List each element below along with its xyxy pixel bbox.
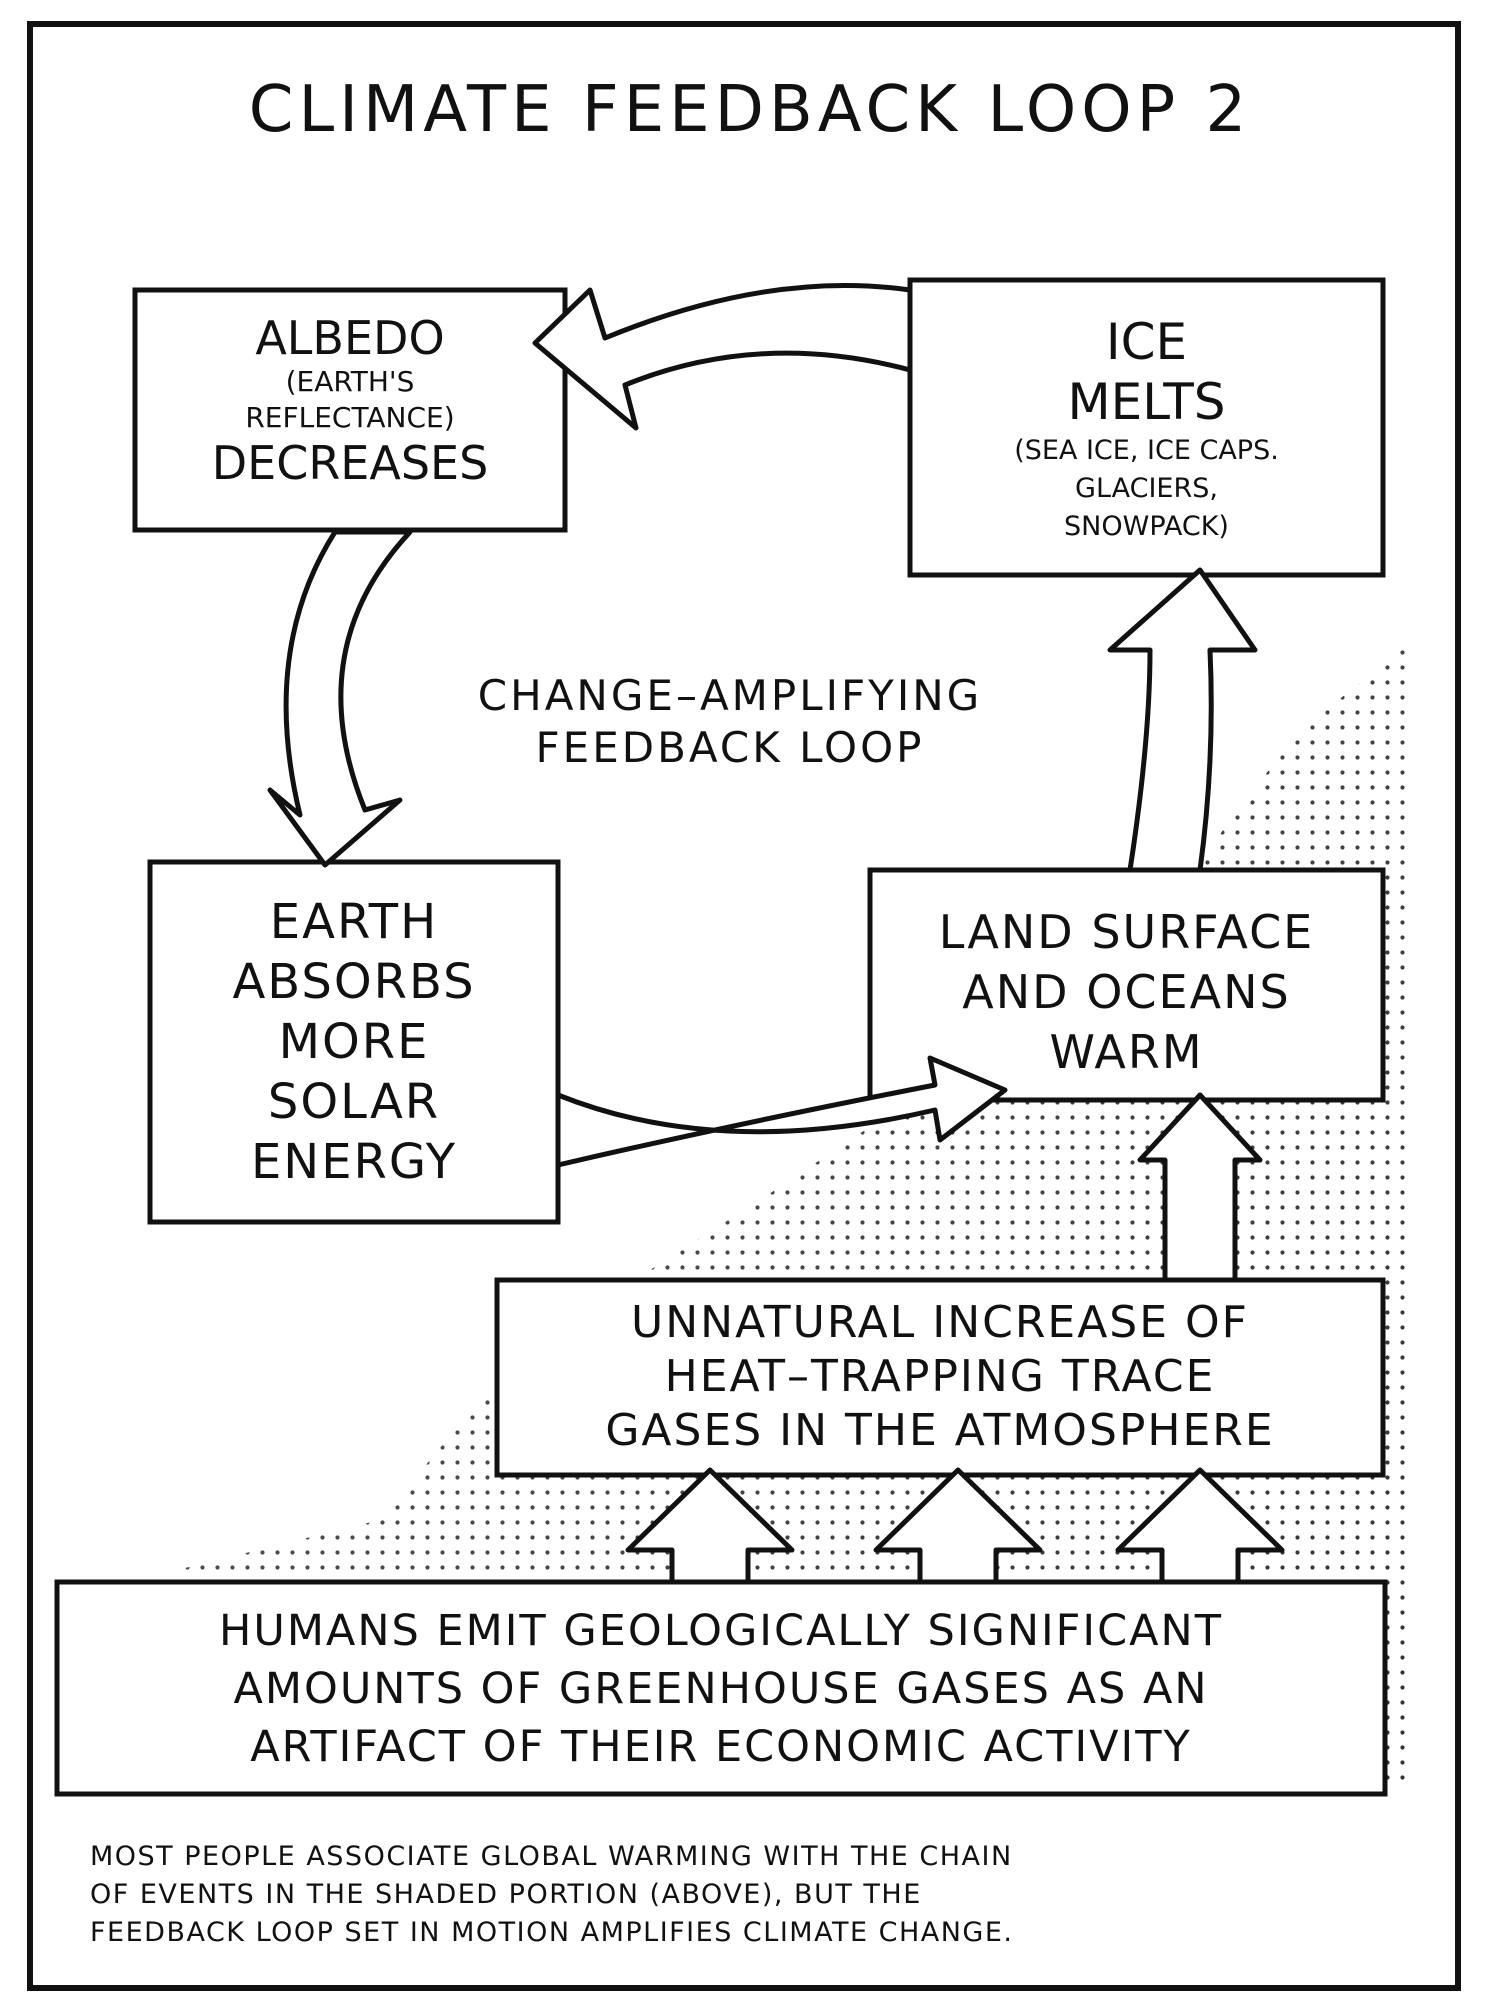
shaded-region: [55, 640, 1415, 1780]
arrow-warm-to-ice: [1107, 567, 1258, 873]
caption-line-2: OF EVENTS IN THE SHADED PORTION (ABOVE),…: [90, 1879, 922, 1910]
humans-line-1: HUMANS EMIT GEOLOGICALLY SIGNIFICANT: [219, 1606, 1223, 1656]
warm-node: LAND SURFACE AND OCEANS WARM: [870, 902, 1383, 1082]
albedo-note-1: (EARTH'S: [285, 365, 415, 398]
gases-box: [494, 1277, 1386, 1478]
absorbs-line-1: EARTH: [269, 894, 439, 950]
warm-line-1: LAND SURFACE: [938, 905, 1315, 959]
warm-line-3: WARM: [1049, 1025, 1204, 1079]
diagram-title: CLIMATE FEEDBACK LOOP 2: [248, 73, 1252, 147]
ice-note-1: (SEA ICE, ICE CAPS.: [1014, 435, 1279, 466]
absorbs-line-2: ABSORBS: [232, 954, 476, 1010]
outer-frame: [27, 21, 1461, 1991]
arrow-humans-to-gases-2: [873, 1467, 1043, 1585]
albedo-note-2: REFLECTANCE): [245, 401, 455, 434]
caption: MOST PEOPLE ASSOCIATE GLOBAL WARMING WIT…: [90, 1838, 1420, 1952]
arrow-humans-to-gases-1: [625, 1467, 795, 1585]
ice-note-2: GLACIERS,: [1075, 473, 1218, 504]
ice-note-3: SNOWPACK): [1064, 511, 1229, 542]
humans-line-3: ARTIFACT OF THEIR ECONOMIC ACTIVITY: [250, 1722, 1192, 1772]
albedo-verb: DECREASES: [211, 436, 489, 490]
absorbs-line-3: MORE: [278, 1014, 430, 1070]
humans-node: HUMANS EMIT GEOLOGICALLY SIGNIFICANT AMO…: [57, 1602, 1385, 1776]
arrow-absorbs-to-warm: [555, 1055, 1008, 1168]
gases-line-3: GASES IN THE ATMOSPHERE: [605, 1405, 1275, 1456]
warm-line-2: AND OCEANS: [962, 965, 1291, 1019]
ice-box: [907, 277, 1386, 578]
humans-box: [54, 1579, 1388, 1797]
arrow-ice-to-albedo: [532, 282, 913, 431]
caption-line-1: MOST PEOPLE ASSOCIATE GLOBAL WARMING WIT…: [90, 1841, 1013, 1872]
gases-line-2: HEAT–TRAPPING TRACE: [664, 1351, 1216, 1402]
ice-title-2: MELTS: [1067, 373, 1226, 431]
ice-title-1: ICE: [1105, 313, 1188, 371]
absorbs-node: EARTH ABSORBS MORE SOLAR ENERGY: [150, 892, 558, 1192]
arrow-humans-to-gases-3: [1115, 1467, 1285, 1585]
arrow-albedo-to-absorbs: [267, 529, 413, 868]
humans-line-2: AMOUNTS OF GREENHOUSE GASES AS AN: [233, 1664, 1209, 1714]
absorbs-box: [147, 859, 561, 1225]
loop-label: CHANGE–AMPLIFYING FEEDBACK LOOP: [380, 670, 1080, 774]
loop-label-line-1: CHANGE–AMPLIFYING: [477, 671, 983, 720]
albedo-title: ALBEDO: [255, 311, 445, 365]
absorbs-line-4: SOLAR: [267, 1074, 441, 1130]
albedo-box: [132, 287, 568, 533]
gases-line-1: UNNATURAL INCREASE OF: [631, 1297, 1249, 1348]
albedo-node: ALBEDO (EARTH'S REFLECTANCE) DECREASES: [135, 312, 565, 490]
absorbs-line-5: ENERGY: [250, 1134, 458, 1190]
caption-line-3: FEEDBACK LOOP SET IN MOTION AMPLIFIES CL…: [90, 1917, 1014, 1948]
gases-node: UNNATURAL INCREASE OF HEAT–TRAPPING TRAC…: [497, 1296, 1383, 1458]
ice-node: ICE MELTS (SEA ICE, ICE CAPS. GLACIERS, …: [910, 312, 1383, 546]
loop-label-line-2: FEEDBACK LOOP: [535, 723, 925, 772]
warm-box: [867, 867, 1386, 1103]
arrow-gases-to-warm: [1137, 1092, 1263, 1283]
